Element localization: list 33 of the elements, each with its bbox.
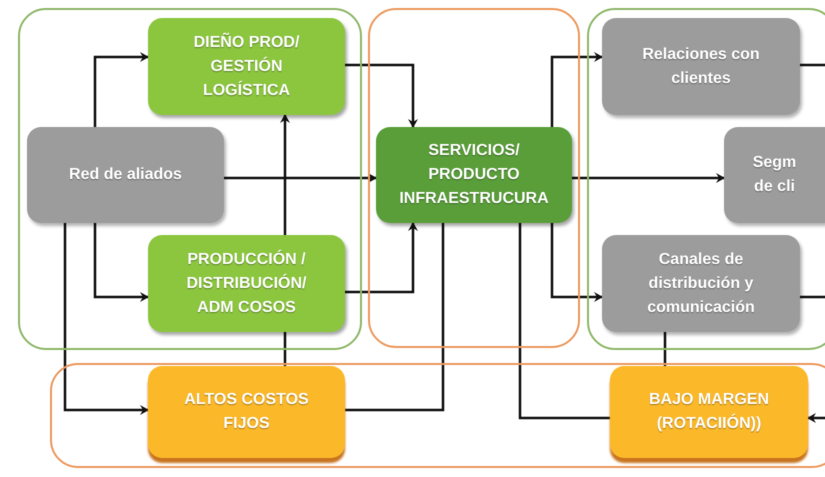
connector-arrow — [94, 52, 149, 127]
connector-arrow — [550, 52, 603, 127]
group-frame — [587, 8, 825, 350]
box-label: PRODUCCIÓN / DISTRIBUCIÓN/ ADM COSOS — [186, 248, 308, 318]
box-label: ALTOS COSTOS FIJOS — [183, 390, 310, 434]
connector-arrow — [807, 413, 825, 423]
process-box — [148, 18, 345, 115]
box-label: Red de aliados — [68, 165, 183, 185]
process-box — [376, 127, 572, 223]
group-frame — [18, 8, 362, 350]
connector-arrow — [224, 173, 377, 183]
connector-arrow — [345, 64, 418, 128]
connector-arrow — [280, 114, 290, 235]
box-label: BAJO MARGEN (ROTACIIÓN)) — [648, 390, 770, 434]
process-box — [148, 235, 345, 332]
connector-arrow — [572, 173, 725, 183]
connector-arrow — [345, 222, 418, 294]
box-label: SERVICIOS/ PRODUCTO INFRAESTRUCURA — [398, 141, 550, 209]
group-frame — [368, 8, 580, 348]
process-box — [610, 366, 808, 458]
process-box — [602, 235, 800, 332]
process-box — [148, 366, 345, 458]
process-box — [27, 127, 224, 223]
connector-arrow — [94, 223, 149, 302]
process-box — [602, 18, 800, 115]
box-label: DIEÑO PROD/ GESTIÓN LOGÍSTICA — [192, 32, 300, 100]
connector-arrow — [550, 223, 603, 302]
box-label: Relaciones con clientes — [641, 44, 761, 88]
box-label: Canales de distribución y comunicación — [646, 250, 756, 318]
process-box — [724, 127, 825, 223]
box-label: Segm de cli — [752, 153, 798, 197]
connector-arrow — [64, 223, 149, 415]
group-frame — [50, 363, 825, 468]
